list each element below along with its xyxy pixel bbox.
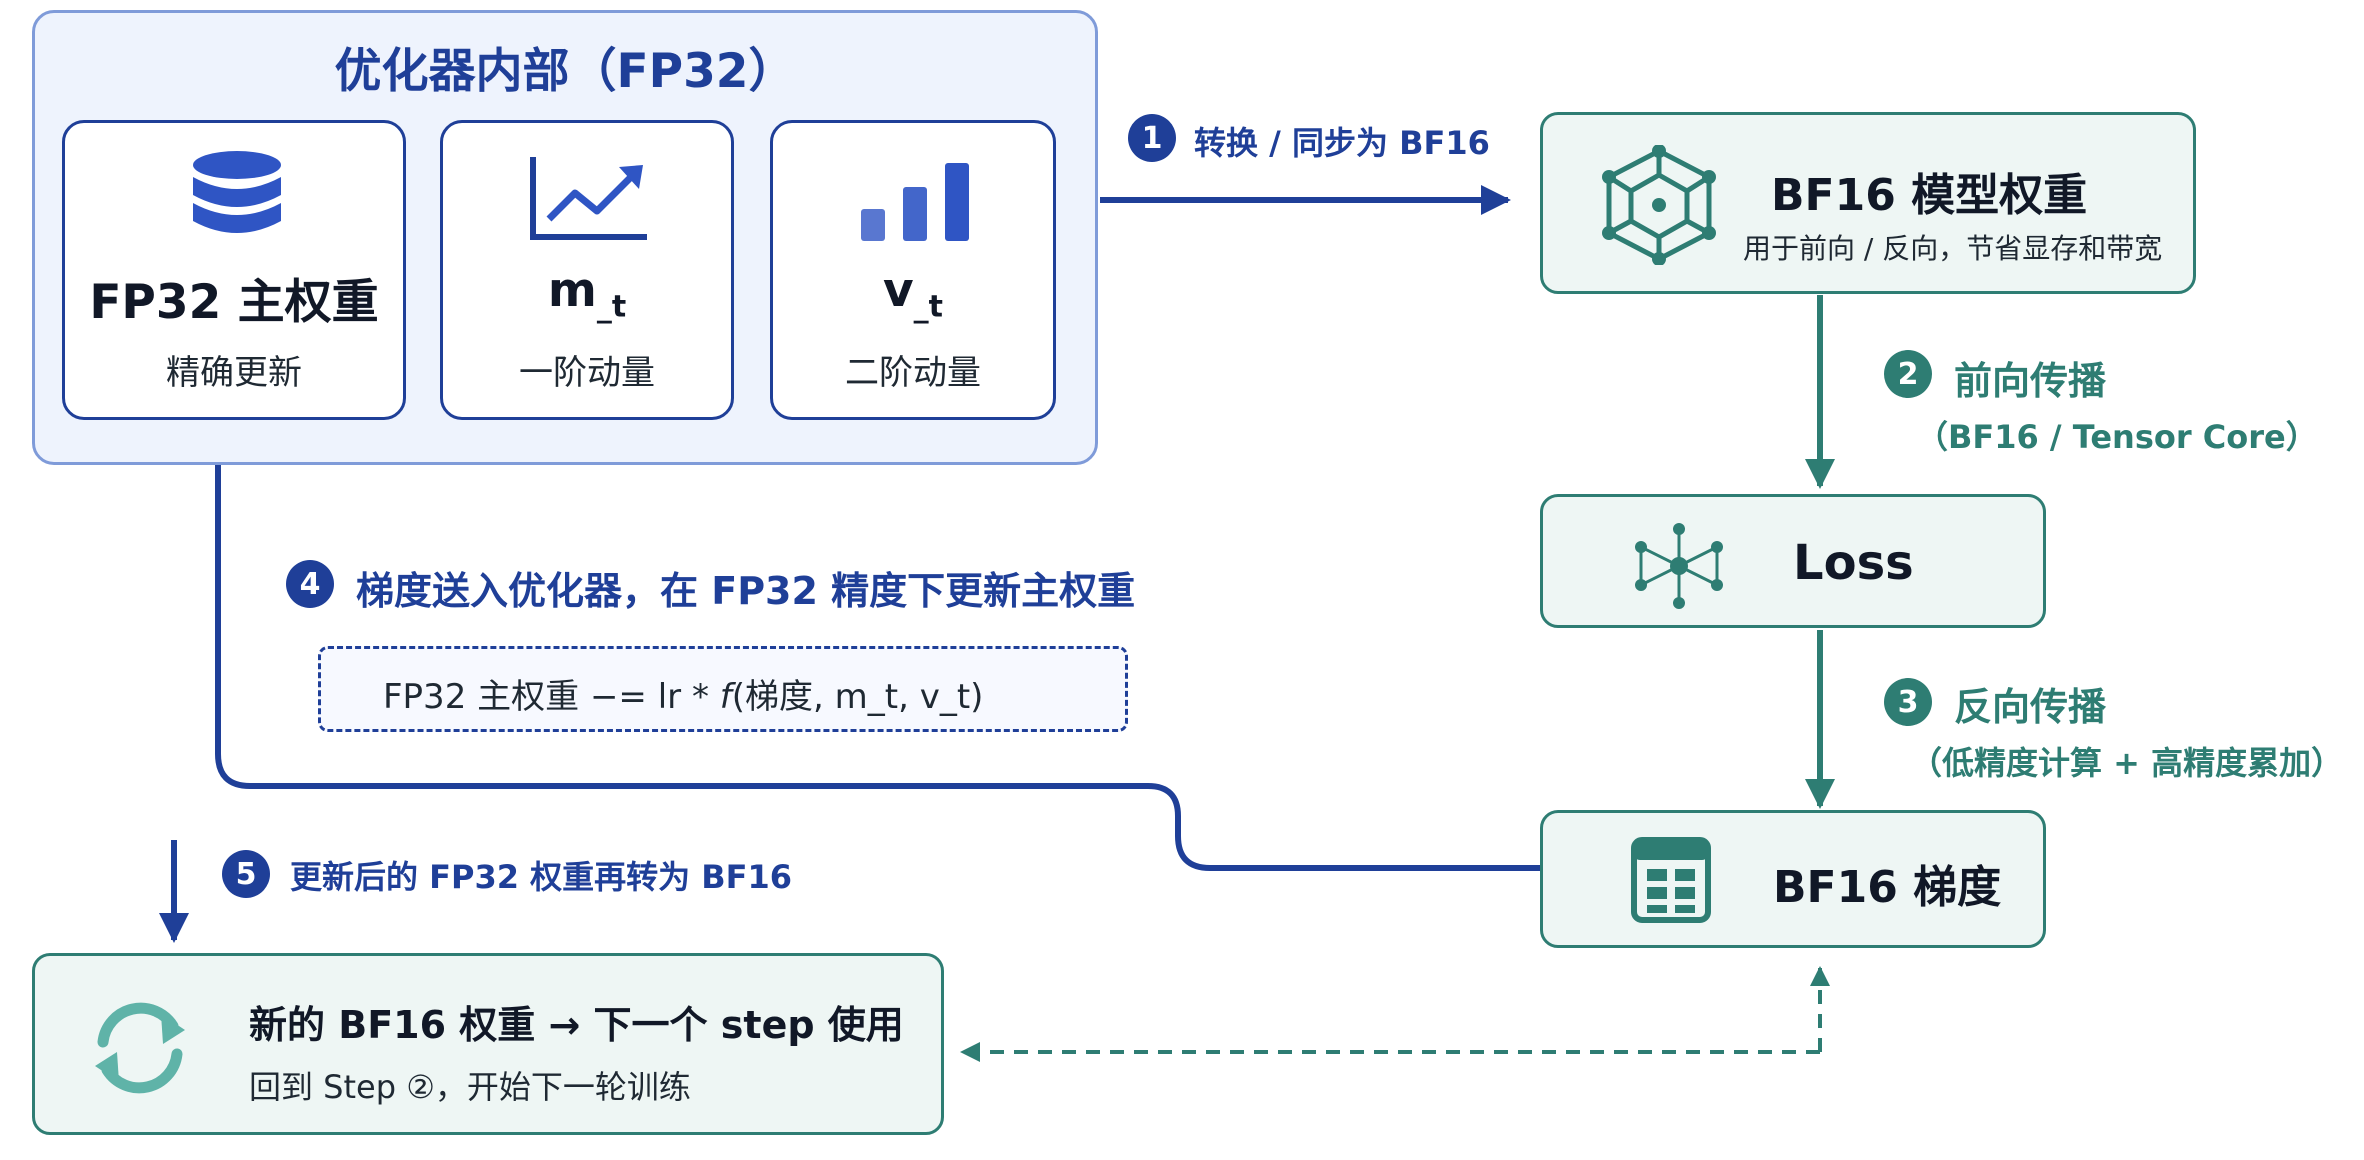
step-4-badge: 4 — [286, 560, 334, 608]
card-main-label: v_t — [883, 263, 943, 325]
step-2-sublabel: （BF16 / Tensor Core） — [1916, 418, 2318, 456]
card-sub-label: 二阶动量 — [845, 353, 981, 393]
line-chart-icon — [530, 157, 647, 240]
node-title: BF16 模型权重 — [1771, 170, 2088, 221]
node-title: BF16 梯度 — [1773, 862, 2002, 913]
step-5-label: 更新后的 FP32 权重再转为 BF16 — [290, 858, 793, 896]
card-second-moment: v_t 二阶动量 — [770, 120, 1056, 420]
bar-chart-icon — [861, 163, 969, 241]
node-loss: Loss — [1540, 494, 2046, 628]
refresh-cycle-icon — [95, 1002, 185, 1094]
update-formula: FP32 主权重 −= lr * f(梯度, m_t, v_t) — [383, 677, 984, 717]
card-sub-label: 一阶动量 — [519, 353, 655, 393]
node-bf16-model-weights: BF16 模型权重 用于前向 / 反向，节省显存和带宽 — [1540, 112, 2196, 294]
next-step-panel: 新的 BF16 权重 → 下一个 step 使用 回到 Step ②，开始下一轮… — [32, 953, 944, 1135]
database-icon — [193, 151, 281, 233]
step-2-badge: 2 — [1884, 350, 1932, 398]
step-4-label: 梯度送入优化器，在 FP32 精度下更新主权重 — [356, 569, 1136, 613]
step-3-label: 反向传播 — [1954, 685, 2107, 729]
next-step-title: 新的 BF16 权重 → 下一个 step 使用 — [249, 1003, 904, 1047]
network-cube-icon — [1602, 145, 1716, 265]
card-main-label: m_t — [547, 263, 627, 325]
table-icon — [1631, 837, 1711, 923]
card-fp32-master-weights: FP32 主权重 精确更新 — [62, 120, 406, 420]
step-1-badge: 1 — [1128, 114, 1176, 162]
update-formula-box: FP32 主权重 −= lr * f(梯度, m_t, v_t) — [318, 646, 1128, 732]
step-2-label: 前向传播 — [1954, 359, 2107, 403]
node-bf16-gradient: BF16 梯度 — [1540, 810, 2046, 948]
card-sub-label: 精确更新 — [166, 353, 302, 393]
step-3-sublabel: （低精度计算 + 高精度累加） — [1910, 744, 2344, 782]
step-5-badge: 5 — [222, 850, 270, 898]
card-main-label: FP32 主权重 — [89, 275, 379, 330]
graph-nodes-icon — [1635, 523, 1723, 609]
edge-step4 — [203, 421, 1540, 871]
card-first-moment: m_t 一阶动量 — [440, 120, 734, 420]
optimizer-title: 优化器内部（FP32） — [334, 44, 796, 99]
step-1-label: 转换 / 同步为 BF16 — [1194, 124, 1490, 162]
node-subtitle: 用于前向 / 反向，节省显存和带宽 — [1743, 232, 2163, 265]
node-title: Loss — [1793, 535, 1914, 591]
next-step-subtitle: 回到 Step ②，开始下一轮训练 — [249, 1068, 691, 1106]
step-3-badge: 3 — [1884, 678, 1932, 726]
